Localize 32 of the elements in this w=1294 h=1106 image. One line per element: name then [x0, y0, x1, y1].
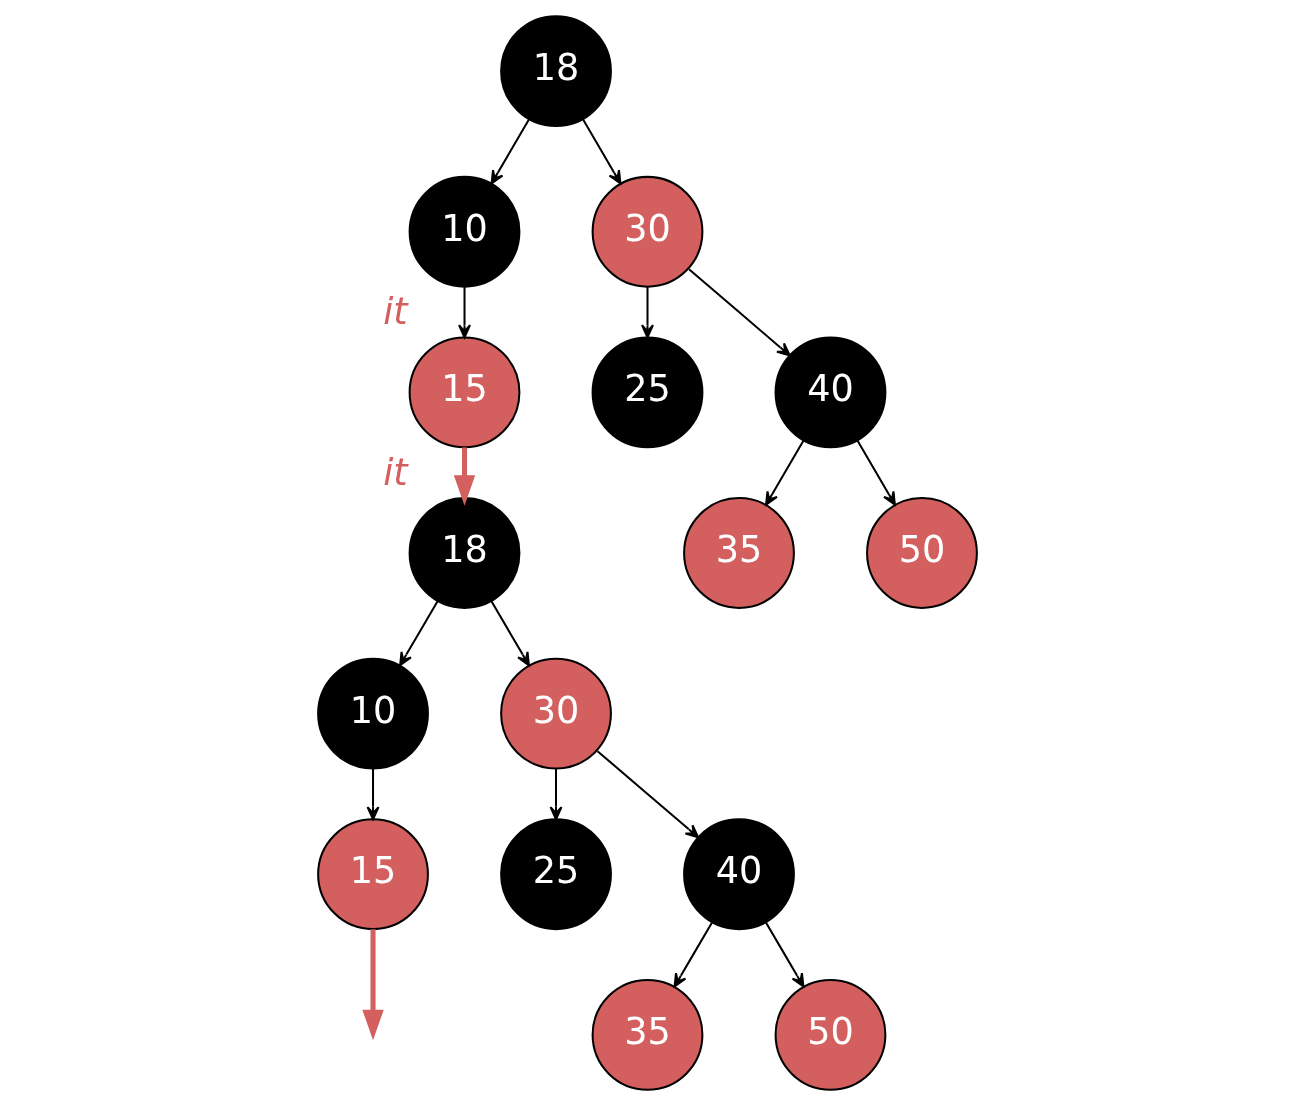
node-circle: 15: [316, 818, 429, 931]
node-circle: 25: [499, 818, 612, 931]
arrow: [490, 118, 530, 185]
arrow: [764, 921, 804, 988]
arrow: [361, 929, 384, 1041]
arrow: [856, 440, 896, 506]
node-circle: 15: [408, 336, 520, 449]
node-circle: 10: [316, 657, 429, 770]
node-circle: 35: [682, 497, 795, 609]
arrow: [596, 750, 699, 839]
arrow: [673, 921, 713, 988]
arrow: [640, 286, 654, 339]
arrow: [764, 440, 804, 506]
node-circle: 18: [408, 497, 520, 609]
arrow: [687, 268, 791, 357]
arrow: [398, 600, 438, 667]
node-circle: 35: [591, 978, 703, 1091]
node-circle: 10: [408, 175, 520, 288]
arrow: [490, 600, 530, 667]
arrow: [581, 118, 621, 185]
node-circle: 30: [591, 175, 703, 288]
arrow: [457, 286, 471, 339]
node-circle: 25: [591, 336, 703, 449]
arrow: [366, 768, 380, 821]
node-label: it: [382, 450, 408, 494]
node-label: it: [382, 290, 408, 334]
arrow: [453, 447, 475, 506]
node-circle: 18: [499, 15, 612, 128]
node-circle: 50: [774, 978, 886, 1091]
node-circle: 30: [499, 657, 612, 770]
node-circle: 50: [865, 497, 978, 609]
arrow: [549, 768, 562, 821]
